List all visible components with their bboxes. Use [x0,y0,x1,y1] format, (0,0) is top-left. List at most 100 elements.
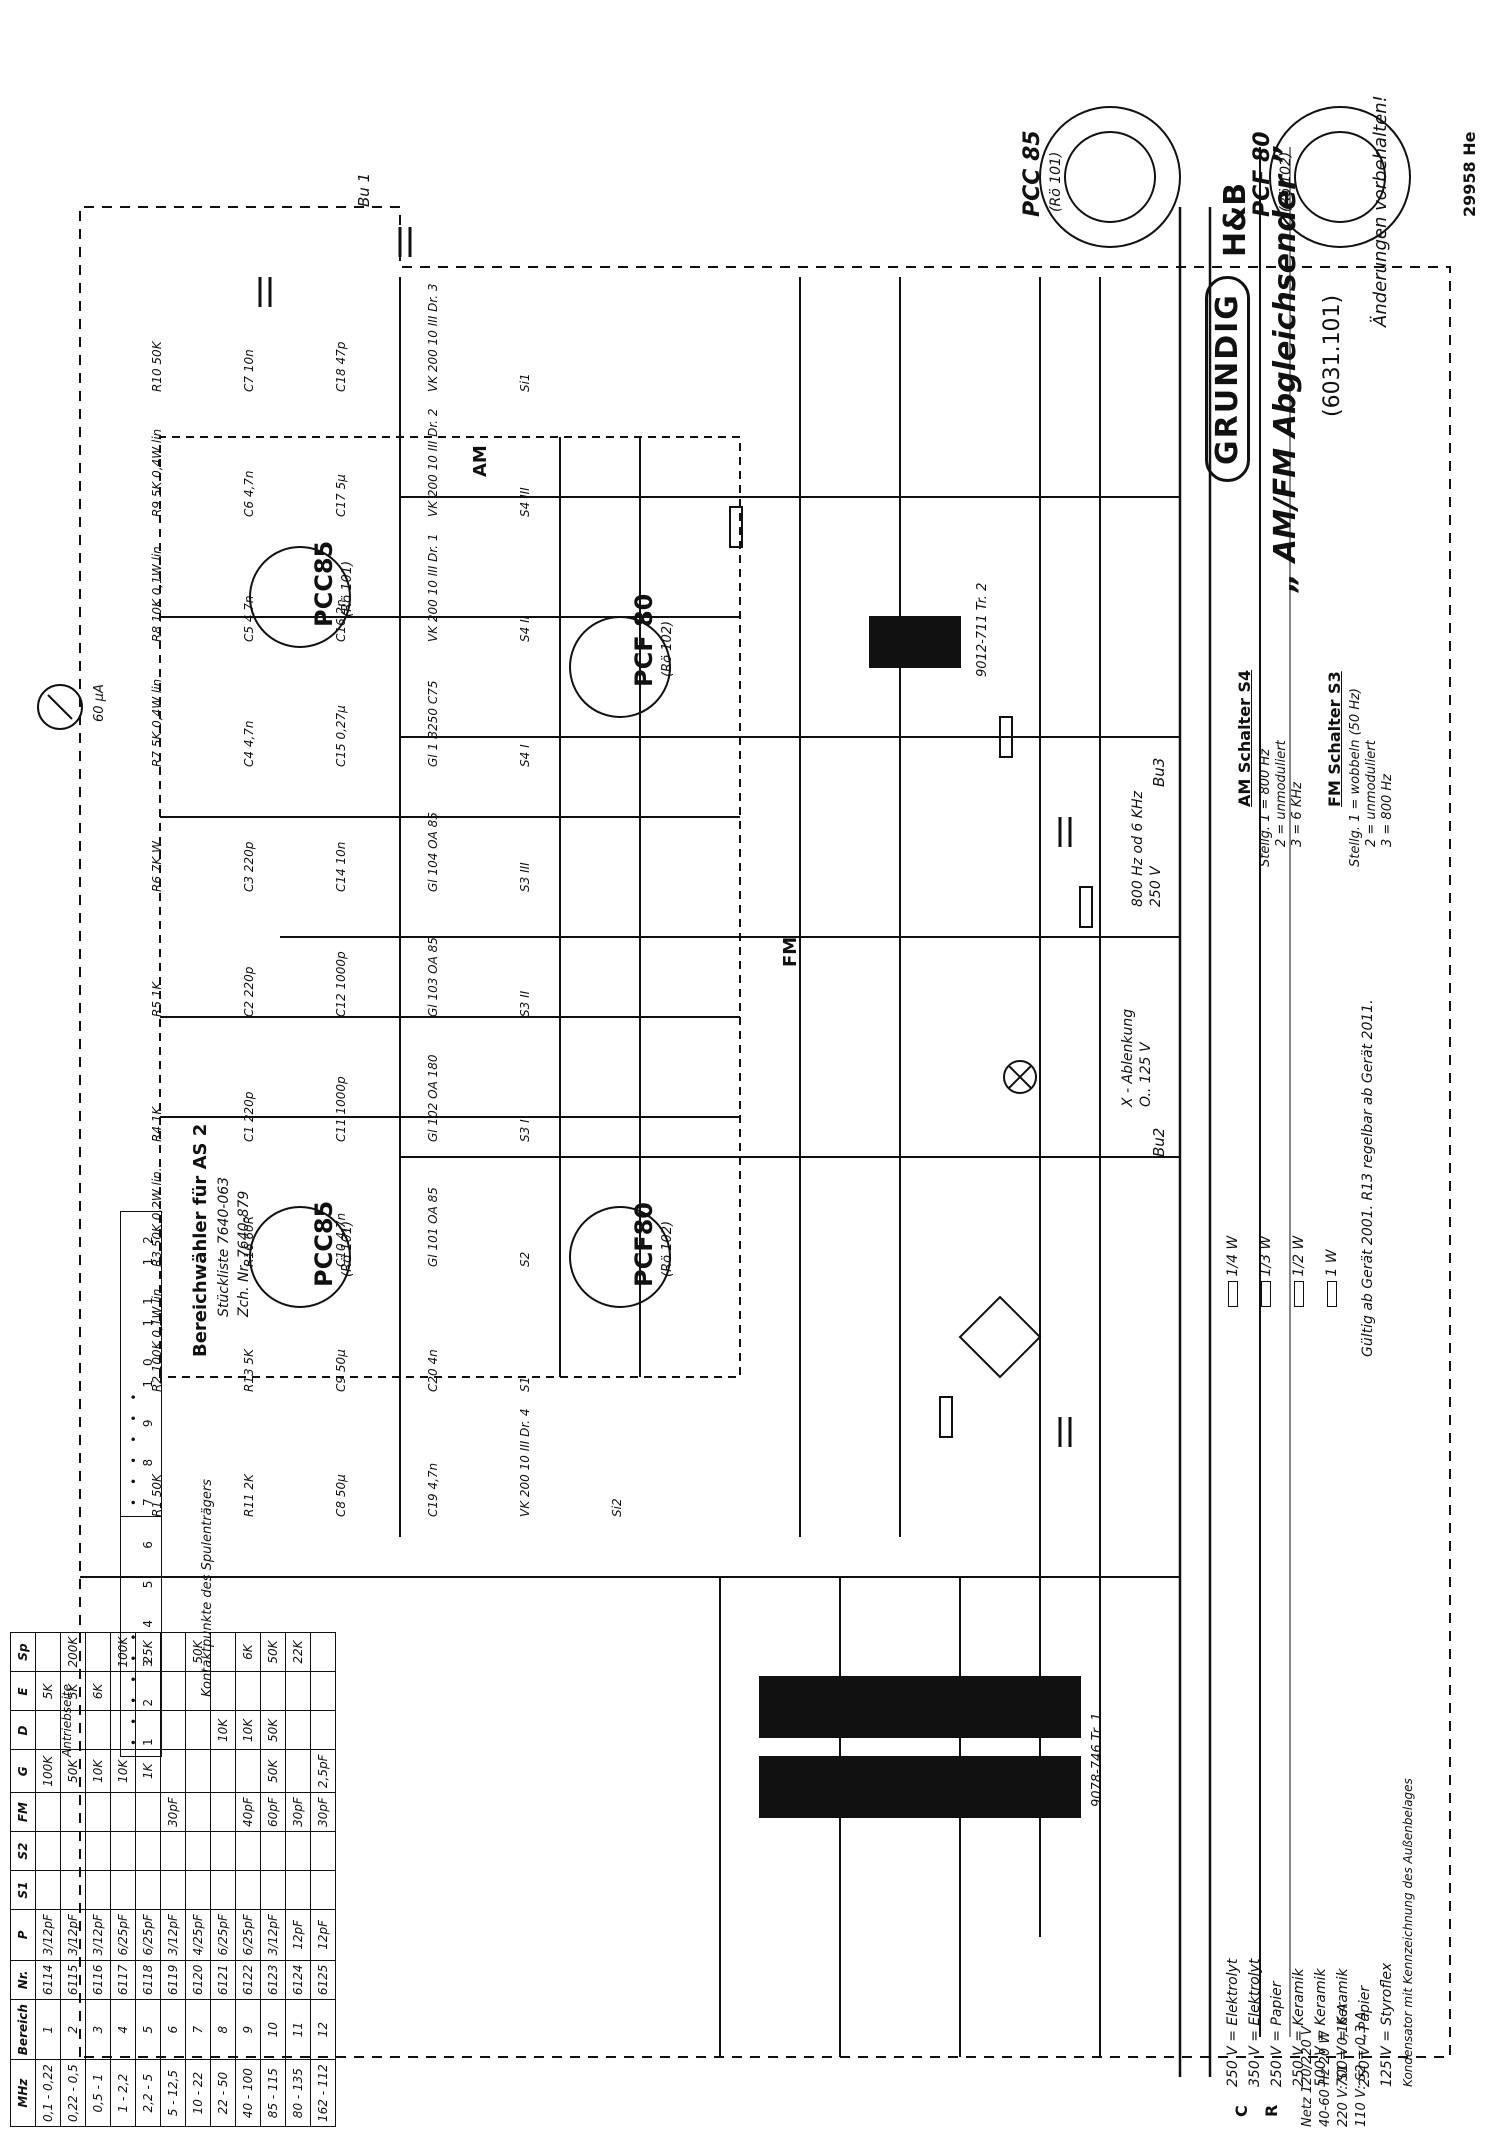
cap-legend-3: 250 V = Papier [1269,1981,1285,2087]
am-switch-row-2: 2 = unmoduliert [1274,740,1289,847]
cap-legend-9: Kondensator mit Kennzeichnung des Außenb… [1401,1778,1415,2087]
tube-v4-label: PCF80 [630,1202,658,1287]
selector-list1: Stückliste 7640-063 [216,1176,232,1317]
table-cell: 6/25pF [110,1909,136,1961]
cap-legend-4: 250 V = Keramik [1291,1968,1307,2087]
table-cell: 10K [235,1710,261,1750]
table-cell: 6119 [160,1960,186,2000]
table-cell [110,1831,136,1871]
table-cell [135,1792,161,1832]
pcc85-base-ref: (Rö 101) [1048,151,1064,212]
table-cell [260,1870,286,1910]
table-cell [85,1831,111,1871]
table-cell [35,1792,61,1832]
table-cell: 6125 [310,1960,336,2000]
component-label: C10 4,7n [334,1212,348,1267]
component-label: Gl 101 OA 85 [426,1187,440,1267]
table-cell [310,1710,336,1750]
table-cell [185,1831,211,1871]
component-label: C15 0,27µ [334,705,348,767]
table-cell: 12 [310,1999,336,2060]
component-label: S3 III [518,862,532,892]
component-label: R9 5K 0,4W lin [150,428,164,517]
component-label: R7 5K 0,4W lin [150,678,164,767]
tr1-label: 9078-746 Tr. 1 [1090,1712,1105,1807]
table-cell: 6124 [285,1960,311,2000]
tube-v2-ref: (Rö 102) [660,620,675,677]
component-label: C4 4,7n [242,720,256,767]
selector-title: Bereichwähler für AS 2 [190,1123,211,1357]
table-cell: 40 - 100 [235,2059,261,2127]
table-cell [210,1831,236,1871]
table-cell: 6117 [110,1960,136,2000]
table-cell: 10 - 22 [185,2059,211,2127]
table-cell: 6121 [210,1960,236,2000]
meter-label: 60 μA [92,684,107,722]
cap-legend-1: 250 V = Elektrolyt [1225,1958,1241,2087]
component-label: Gl 1 B250 C75 [426,680,440,768]
table-cell [85,1710,111,1750]
component-label: Si1 [518,373,532,392]
resistor-legend-1: 1/4 W [1225,1236,1241,1307]
x-deflection-label: X - Ablenkung [1120,1008,1136,1107]
contact-dot-row: •••••• [127,1379,141,1506]
table-cell: 10K [85,1749,111,1793]
table-cell: 6114 [35,1960,61,2000]
drive-side-label: Antriebseite [60,1684,74,1757]
table-cell: 10K [210,1710,236,1750]
component-label: Si2 [610,1498,624,1517]
table-cell [185,1710,211,1750]
component-label: S2 [518,1251,532,1267]
table-cell: 30pF [160,1792,186,1832]
table-cell [310,1671,336,1711]
contact-dot-row: •••••• [127,1619,141,1746]
fm-switch-row-2: 2 = unmoduliert [1364,740,1379,847]
table-cell: 3/12pF [35,1909,61,1961]
component-label: C19 4,7n [426,1462,440,1517]
cap-legend-6: 700 V = Keramik [1335,1968,1351,2087]
am-switch-row-1: Stellg. 1 = 800 Hz [1258,748,1273,867]
component-label: R16 60R [242,1215,256,1267]
pcf80-base-label: PCF 80 [1250,131,1275,217]
range-table-header-cell: S1 [10,1870,36,1910]
bu3-label: Bu3 [1150,757,1168,787]
table-cell: 5K [35,1671,61,1711]
table-cell: 6K [235,1632,261,1672]
rail-label-r: R [1262,2104,1281,2117]
range-table-header-cell: Sp [10,1632,36,1672]
table-cell: 3/12pF [85,1909,111,1961]
table-cell [185,1792,211,1832]
am-label: AM [470,445,491,477]
table-cell [260,1831,286,1871]
table-cell: 0,5 - 1 [85,2059,111,2127]
table-cell [35,1710,61,1750]
component-label: VK 200 10 III Dr. 3 [426,283,440,392]
x-deflection-voltage: O.. 125 V [1138,1042,1154,1107]
table-cell: 200K [60,1632,86,1672]
component-label: C9 50µ [334,1349,348,1392]
table-cell [160,1671,186,1711]
table-cell: 3/12pF [260,1909,286,1961]
table-cell [160,1710,186,1750]
table-cell: 30pF [310,1792,336,1832]
table-cell [235,1749,261,1793]
tube-v4-ref: (Rö 102) [660,1220,675,1277]
table-cell [210,1749,236,1793]
component-label: VK 200 10 III Dr. 4 [518,1408,532,1517]
range-table-header-cell: Bereich [10,1999,36,2060]
table-cell: 5 [135,1999,161,2060]
table-cell: 100K [35,1749,61,1793]
doc-number: 29958 He [1460,131,1479,217]
cap-legend-7: 250 V~ Papier [1357,1985,1373,2087]
table-cell: 30pF [285,1792,311,1832]
component-label: C6 4,7n [242,470,256,517]
model-number: (6031.101) [1320,294,1345,417]
table-cell: 8 [210,1999,236,2060]
table-cell: 6122 [235,1960,261,2000]
range-table-header-cell: E [10,1671,36,1711]
table-cell: 6 [160,1999,186,2060]
